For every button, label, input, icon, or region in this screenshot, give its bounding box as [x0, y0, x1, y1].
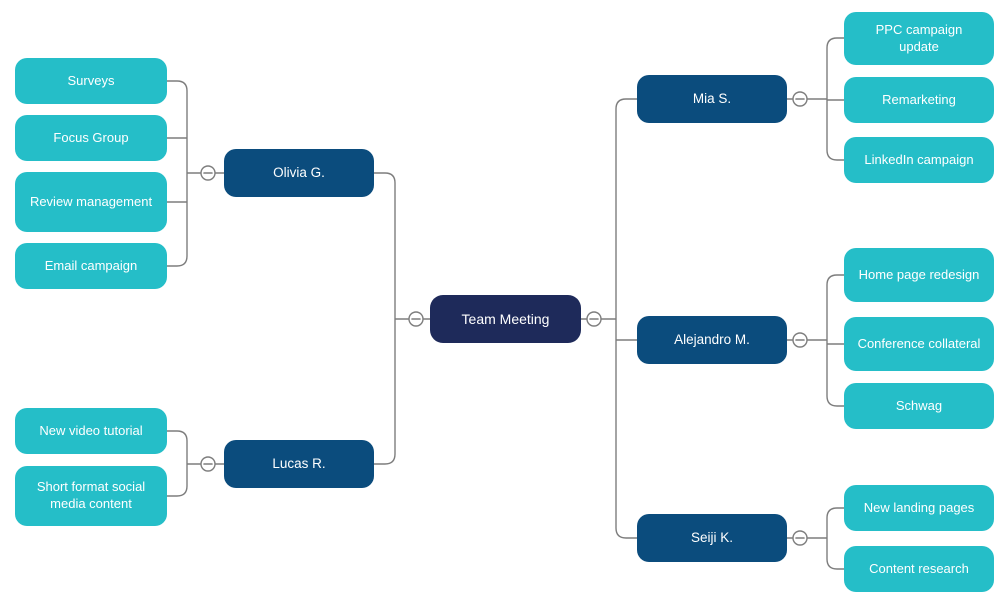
- node-schwag[interactable]: Schwag: [844, 383, 994, 429]
- node-email-campaign[interactable]: Email campaign: [15, 243, 167, 289]
- node-lucas[interactable]: Lucas R.: [224, 440, 374, 488]
- collapse-icon-olivia[interactable]: [200, 165, 216, 181]
- node-alejandro[interactable]: Alejandro M.: [637, 316, 787, 364]
- node-focus-group[interactable]: Focus Group: [15, 115, 167, 161]
- connector-seiji-content-research: [826, 538, 844, 570]
- connector-seiji-new-landing: [826, 507, 844, 538]
- connector-center-mia: [615, 98, 637, 319]
- collapse-icon-lucas[interactable]: [200, 456, 216, 472]
- connector-olivia-email-campaign: [167, 173, 188, 267]
- collapse-icon-team-left[interactable]: [408, 311, 424, 327]
- connector-center-seiji: [615, 319, 637, 539]
- node-content-research[interactable]: Content research: [844, 546, 994, 592]
- collapse-icon-mia[interactable]: [792, 91, 808, 107]
- node-conference-collateral[interactable]: Conference collateral: [844, 317, 994, 371]
- node-home-page-redesign[interactable]: Home page redesign: [844, 248, 994, 302]
- connector-alejandro-home-page: [826, 274, 844, 340]
- node-olivia[interactable]: Olivia G.: [224, 149, 374, 197]
- connector-olivia-surveys: [167, 80, 188, 173]
- node-new-landing-pages[interactable]: New landing pages: [844, 485, 994, 531]
- connector-alejandro-schwag: [826, 340, 844, 407]
- node-review-management[interactable]: Review management: [15, 172, 167, 232]
- node-new-video-tutorial[interactable]: New video tutorial: [15, 408, 167, 454]
- node-linkedin-campaign[interactable]: LinkedIn campaign: [844, 137, 994, 183]
- collapse-icon-team-right[interactable]: [586, 311, 602, 327]
- collapse-icon-alejandro[interactable]: [792, 332, 808, 348]
- connector-mia-linkedin: [826, 99, 844, 161]
- connector-lucas-new-video: [167, 430, 188, 464]
- node-remarketing[interactable]: Remarketing: [844, 77, 994, 123]
- node-surveys[interactable]: Surveys: [15, 58, 167, 104]
- connector-center-olivia: [374, 172, 396, 319]
- node-team-meeting[interactable]: Team Meeting: [430, 295, 581, 343]
- connector-center-lucas: [374, 319, 396, 465]
- connector-mia-ppc: [826, 37, 844, 99]
- node-ppc-campaign-update[interactable]: PPC campaign update: [844, 12, 994, 65]
- node-short-format-social[interactable]: Short format social media content: [15, 466, 167, 526]
- collapse-icon-seiji[interactable]: [792, 530, 808, 546]
- node-mia[interactable]: Mia S.: [637, 75, 787, 123]
- connector-lucas-short-format: [167, 464, 188, 497]
- node-seiji[interactable]: Seiji K.: [637, 514, 787, 562]
